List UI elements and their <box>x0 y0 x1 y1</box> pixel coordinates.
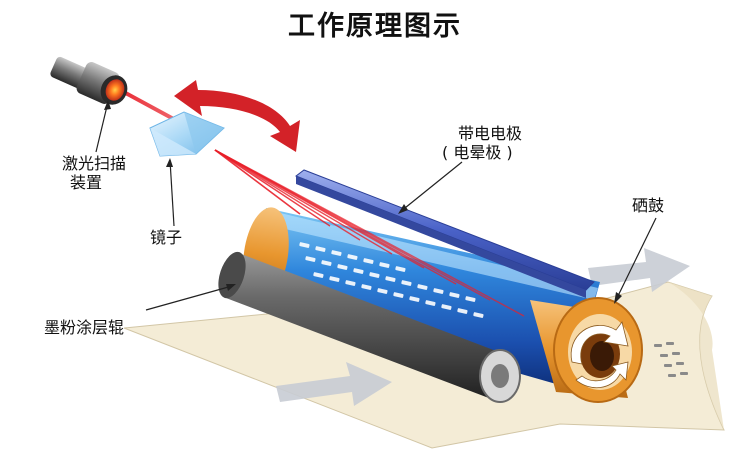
corona-electrode-front <box>296 176 586 298</box>
latent-image-dots <box>299 242 484 318</box>
leader-arrowheads <box>104 100 622 304</box>
label-laser-line1: 激光扫描 <box>62 154 127 173</box>
mirror-icon <box>149 111 225 157</box>
label-corona-line2: ( 电晕极 ) <box>442 143 513 162</box>
paper-curl <box>668 282 724 430</box>
laser-scanner-icon <box>50 56 128 105</box>
laser-beams <box>214 149 525 317</box>
paper-feed-arrow-icon <box>276 362 392 406</box>
leader-lines <box>95 101 657 311</box>
rotation-arrow-icon <box>174 80 300 152</box>
toner-roller-body <box>226 252 504 400</box>
toner-roller-left-end <box>218 251 246 299</box>
drum-body <box>256 208 600 388</box>
page-title: 工作原理图示 <box>288 11 462 42</box>
label-toner-roller: 墨粉涂层辊 <box>44 318 125 337</box>
label-drum: 硒鼓 <box>632 196 665 215</box>
drum-rotation-arrow-icon <box>575 361 629 388</box>
toner-roller-axle <box>491 364 509 388</box>
label-mirror: 镜子 <box>150 228 183 247</box>
label-laser-scanner: 激光扫描 装置 <box>62 154 126 192</box>
label-corona-electrode: 带电电极 ( 电晕极 ) <box>442 124 522 162</box>
paper-feed-arrow-icon <box>588 248 690 292</box>
drum-highlight <box>272 212 598 300</box>
corona-electrode <box>294 169 595 291</box>
printed-dots <box>654 342 688 377</box>
label-corona-line1: 带电电极 <box>458 124 523 143</box>
label-laser-line2: 装置 <box>70 173 103 192</box>
drum-core-hole <box>590 341 614 371</box>
